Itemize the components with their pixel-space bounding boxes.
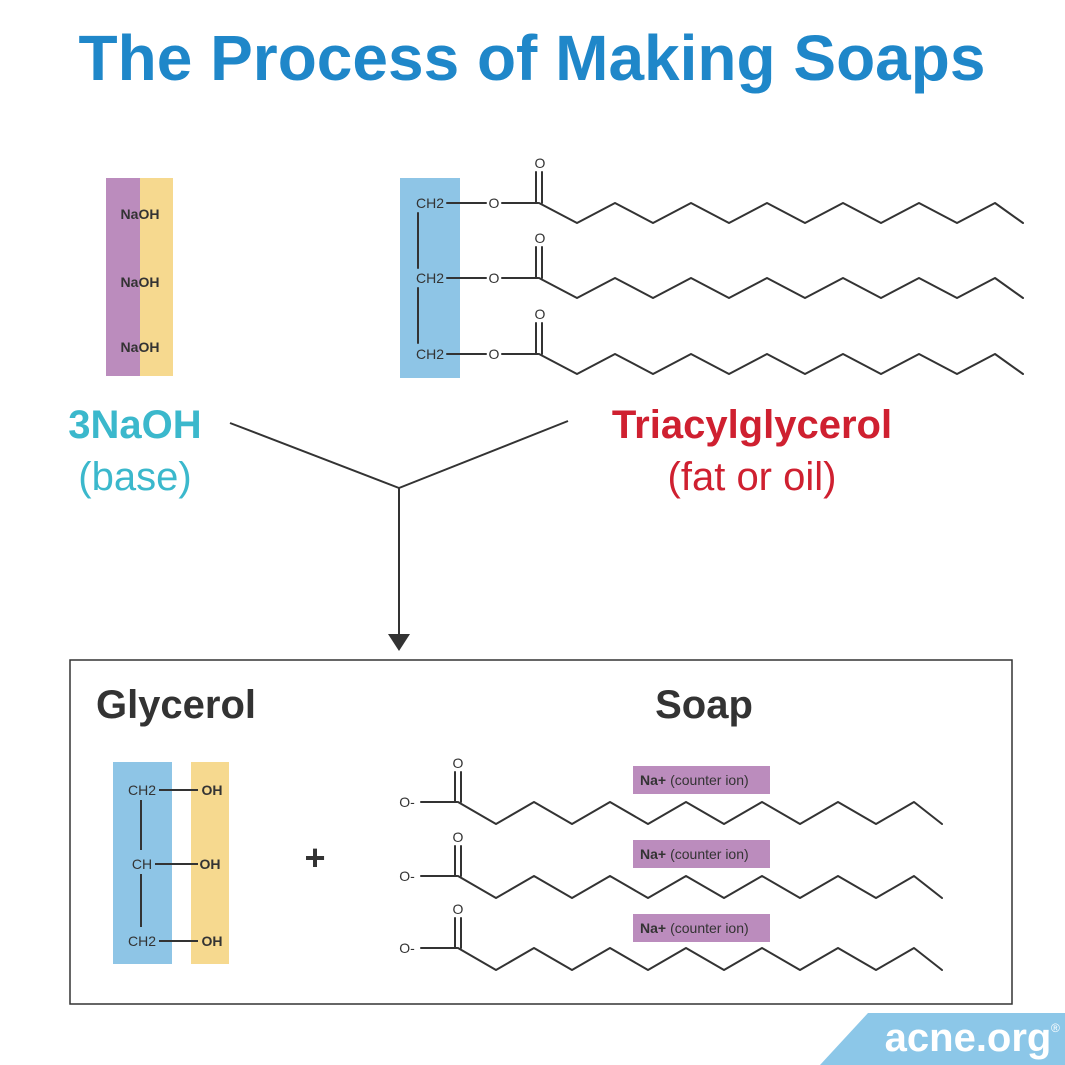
glycerol-oh-bottom: OH (202, 933, 223, 949)
glycerol-oh-top: OH (202, 782, 223, 798)
counter-ion-label-2: Na+(counter ion) (640, 846, 749, 862)
fat-caption: (fat or oil) (668, 455, 837, 499)
carbonyl-oxygen-2: O (535, 230, 546, 246)
base-caption: (base) (78, 455, 191, 499)
glycerol-ch2-top: CH2 (128, 782, 156, 798)
counter-ion-badge-1 (633, 766, 770, 794)
anion-oxygen-1: O- (399, 794, 415, 810)
soap-carbonyl-oxygen-2: O (453, 829, 464, 845)
backbone-ch2-1: CH2 (416, 195, 444, 211)
glycerol-ch2-bottom: CH2 (128, 933, 156, 949)
arrowhead-icon (388, 634, 410, 651)
carbonyl-oxygen-3: O (535, 306, 546, 322)
fatty-acid-chain-2 (538, 277, 1024, 299)
naoh-unit-3: NaOH (121, 339, 160, 355)
glycerol-heading: Glycerol (96, 683, 256, 727)
counter-ion-badge-3 (633, 914, 770, 942)
backbone-ch2-3: CH2 (416, 346, 444, 362)
soap-carbonyl-oxygen-3: O (453, 901, 464, 917)
soap-chain-3 (457, 947, 943, 971)
page-title: The Process of Making Soaps (79, 22, 986, 94)
logo-banner (820, 1013, 1065, 1065)
logo-text: acne.org (885, 1016, 1052, 1060)
naoh-unit-2: NaOH (121, 274, 160, 290)
soap-carbonyl-oxygen-1: O (453, 755, 464, 771)
naoh-unit-1: NaOH (121, 206, 160, 222)
backbone-ch2-2: CH2 (416, 270, 444, 286)
sodium-column (106, 178, 140, 376)
glycerol-molecule: CH2 OH CH OH CH2 OH (113, 762, 229, 964)
soap-heading: Soap (655, 683, 753, 727)
registered-mark-icon: ® (1051, 1021, 1060, 1035)
reaction-arrow (229, 420, 569, 651)
fat-name-label: Triacylglycerol (612, 403, 892, 447)
carbonyl-oxygen-1: O (535, 155, 546, 171)
counter-ion-badge-2 (633, 840, 770, 868)
glycerol-ch-middle: CH (132, 856, 152, 872)
ester-oxygen-3: O (489, 346, 500, 362)
anion-oxygen-2: O- (399, 868, 415, 884)
base-formula-label: 3NaOH (68, 403, 201, 447)
plus-sign: + (304, 837, 325, 878)
fatty-acid-chain-3 (538, 353, 1024, 375)
counter-ion-label-1: Na+(counter ion) (640, 772, 749, 788)
counter-ion-label-3: Na+(counter ion) (640, 920, 749, 936)
soap-molecules: O- O Na+(counter ion) O- O Na+(counter i… (399, 755, 943, 971)
soap-chain-2 (457, 875, 943, 899)
soap-chain-1 (457, 801, 943, 825)
hydroxide-column (140, 178, 173, 376)
fatty-acid-chain-1 (538, 202, 1024, 224)
anion-oxygen-3: O- (399, 940, 415, 956)
triacylglycerol-molecule: CH2 O O CH2 O O CH2 O O (400, 155, 1024, 378)
ester-oxygen-1: O (489, 195, 500, 211)
products-box (69, 659, 1013, 1005)
acne-org-logo[interactable]: acne.org ® (820, 1013, 1065, 1065)
ester-oxygen-2: O (489, 270, 500, 286)
glycerol-oh-middle: OH (200, 856, 221, 872)
naoh-molecule: NaOH NaOH NaOH (106, 178, 173, 376)
